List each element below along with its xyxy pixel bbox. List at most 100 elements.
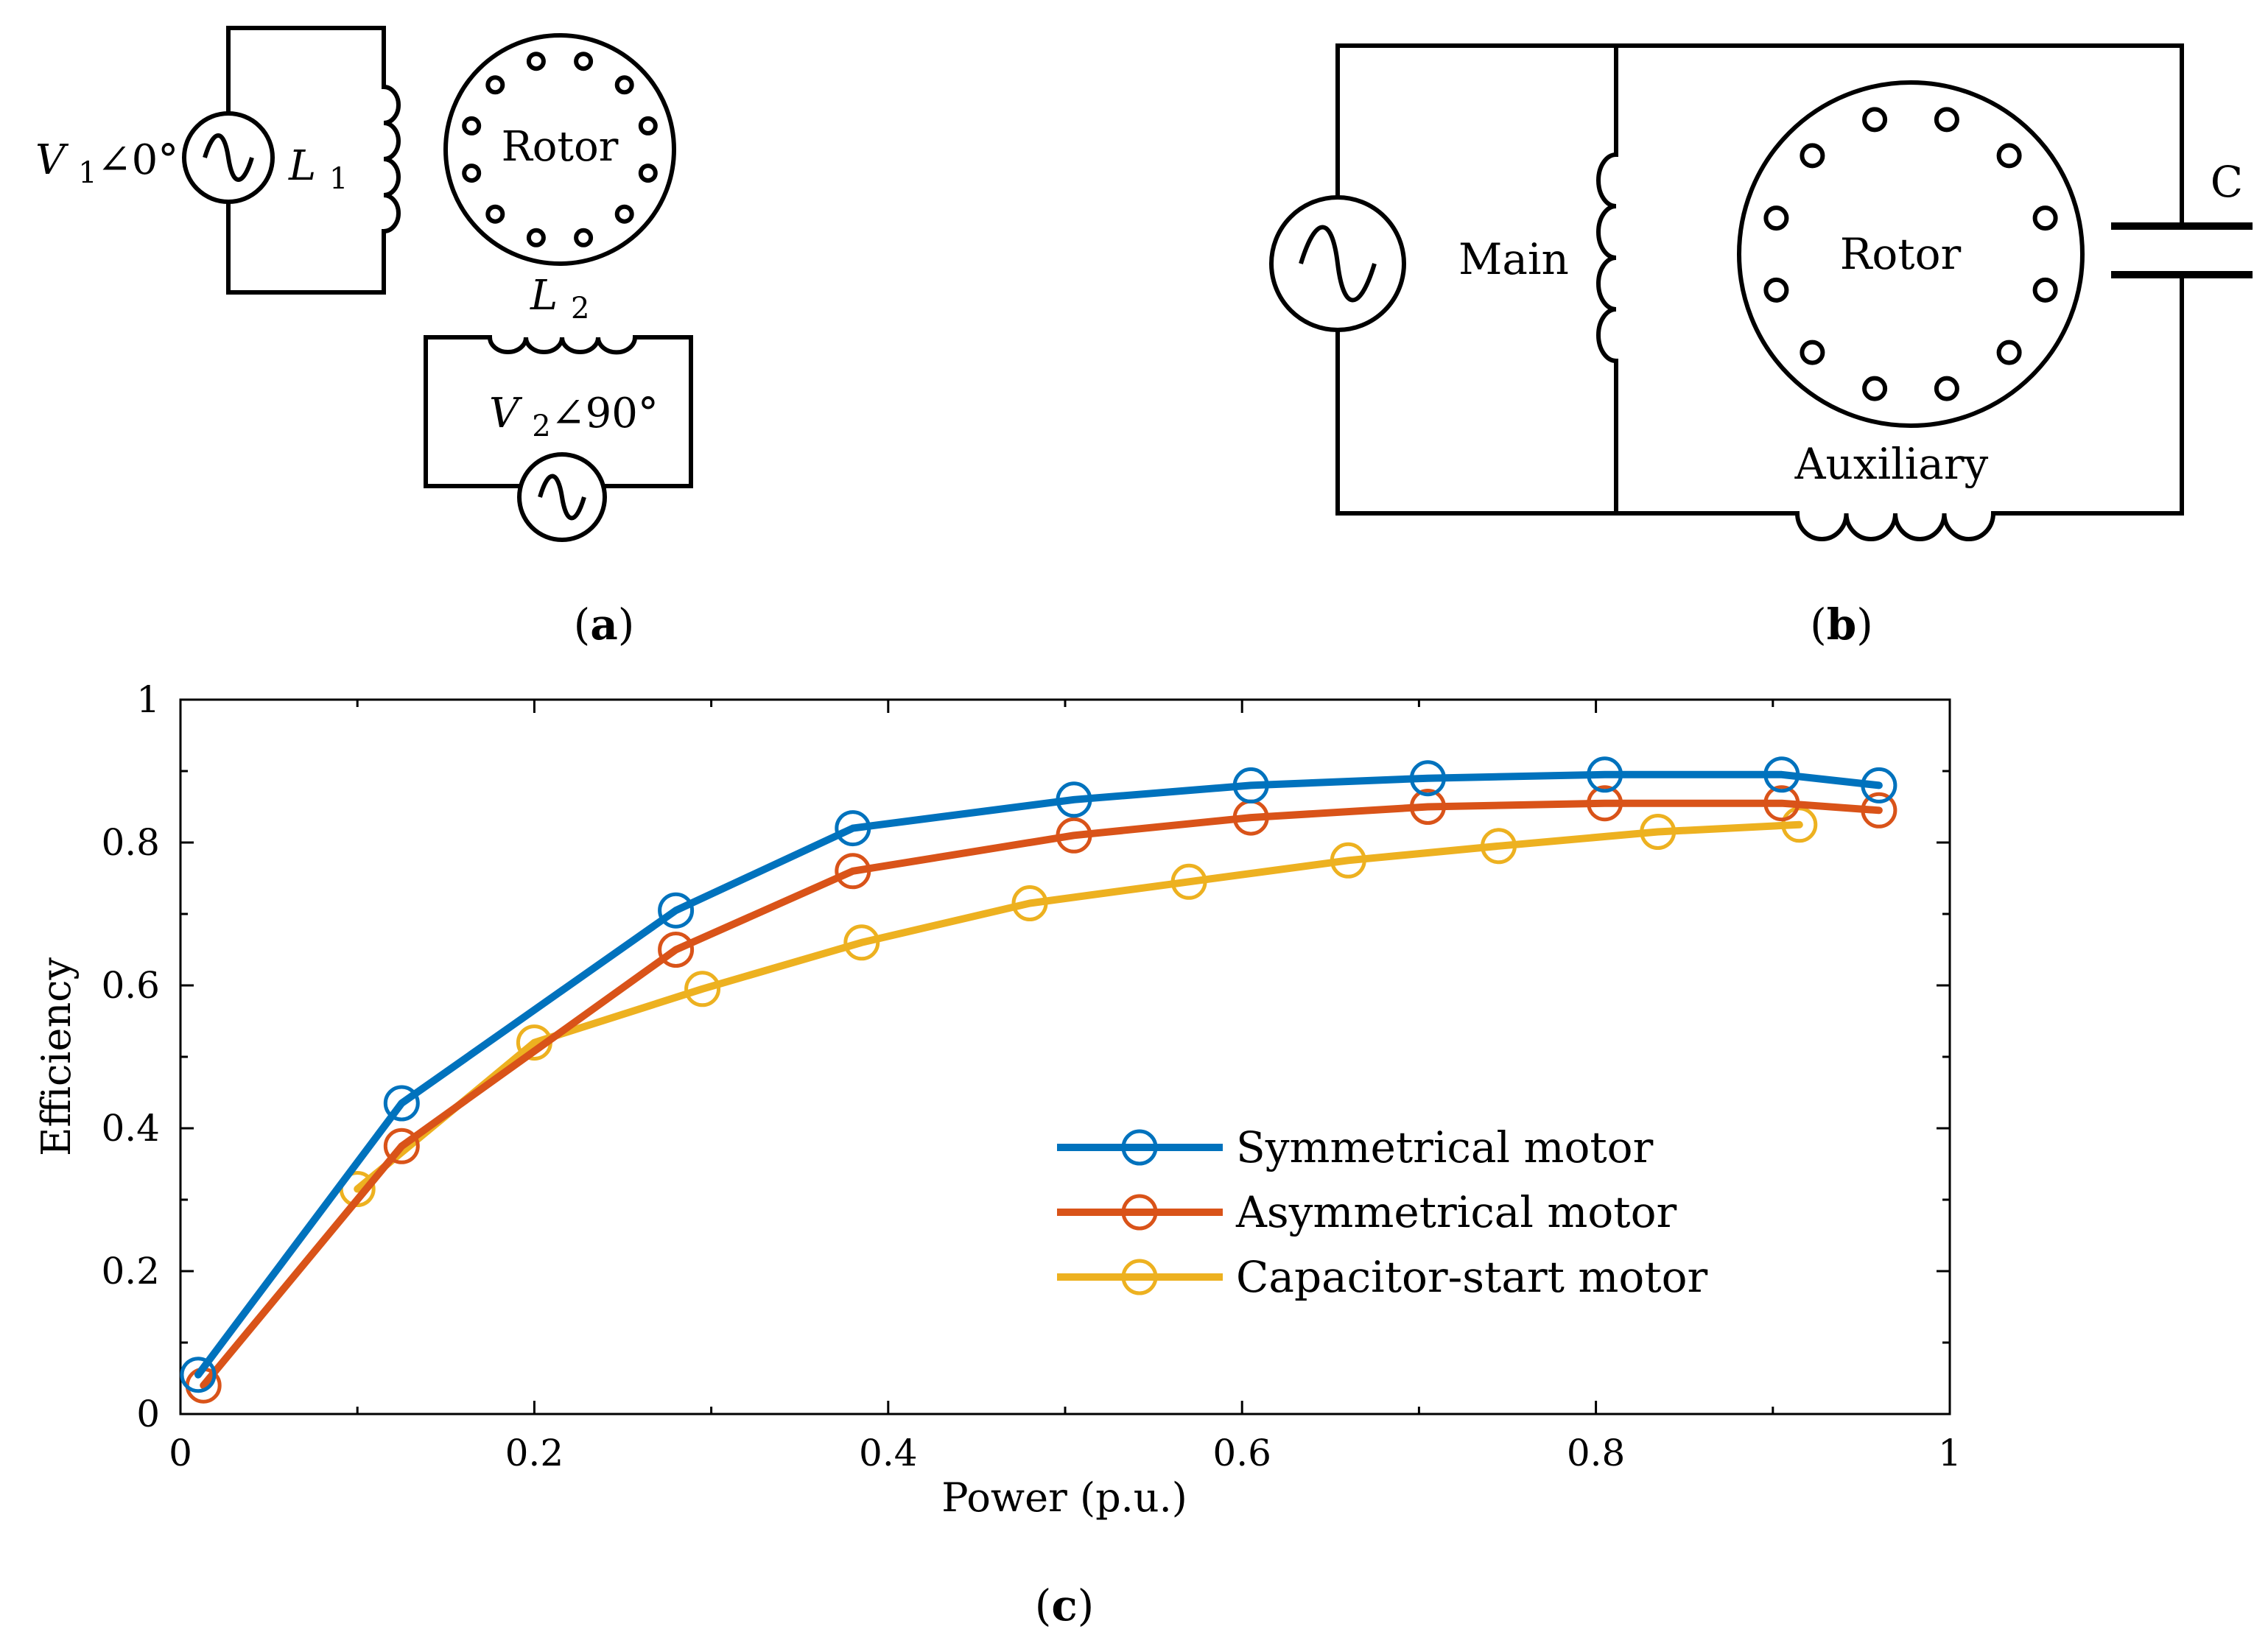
data-point-asymmetrical-motor [1861, 792, 1897, 829]
rotor-a-slot [526, 228, 546, 247]
ac-symbol-v1 [203, 133, 254, 182]
data-point-asymmetrical-motor [658, 932, 695, 968]
main-label: Main [1458, 234, 1569, 284]
data-point-asymmetrical-motor [1763, 785, 1800, 822]
y-tick-label: 0 [136, 1393, 160, 1435]
inductor-auxiliary [1795, 513, 1995, 541]
rotor-b-slot [1996, 340, 2022, 365]
rotor-b-slot [1763, 205, 1789, 231]
rotor-a-slot [485, 75, 505, 95]
rotor-b-slot [1862, 376, 1888, 401]
ac-symbol-b [1299, 225, 1377, 303]
data-point-symmetrical-motor [180, 1357, 217, 1393]
data-point-capacitor-start-motor [1011, 885, 1048, 921]
rotor-b-slot [1800, 340, 1825, 365]
data-point-capacitor-start-motor [1781, 806, 1818, 843]
data-point-capacitor-start-motor [1170, 863, 1207, 900]
x-tick-label: 1 [1938, 1432, 1962, 1474]
circuit-a1-wire [226, 26, 386, 295]
data-point-symmetrical-motor [658, 892, 695, 929]
inductor-main [1596, 152, 1617, 363]
series-line-asymmetrical-motor [200, 799, 1883, 1390]
circuit-a2-wire [424, 335, 693, 488]
rotor-a-slot [462, 116, 482, 136]
panel-b: Main C Rotor Auxiliary (b) [1269, 43, 2253, 650]
source-v2-label: V 2∠90° [489, 390, 659, 443]
data-point-symmetrical-motor [1409, 760, 1446, 797]
rotor-b-slot [1934, 107, 1959, 133]
legend-marker-capacitor-start-motor [1121, 1259, 1158, 1295]
x-tick-label: 0.2 [505, 1432, 564, 1474]
y-tick-label: 0.6 [101, 964, 160, 1007]
series-line-symmetrical-motor [194, 770, 1883, 1379]
ac-symbol-v2 [538, 474, 586, 521]
legend-label-capacitor-start-motor: Capacitor-start motor [1236, 1252, 1708, 1302]
data-point-capacitor-start-motor [1640, 814, 1677, 850]
x-tick-label: 0.8 [1567, 1432, 1626, 1474]
inductor-l1 [383, 85, 401, 233]
rotor-b-slot [1996, 143, 2022, 169]
rotor-a-slot [574, 52, 594, 71]
data-point-symmetrical-motor [1861, 767, 1897, 803]
data-point-symmetrical-motor [1763, 756, 1800, 793]
data-point-symmetrical-motor [1232, 767, 1269, 803]
rotor-a-slot [462, 163, 482, 183]
chart-series [180, 756, 1897, 1404]
data-point-symmetrical-motor [383, 1085, 420, 1122]
panel-a: V 1∠0° L 1 Rotor L 2 V 2∠90° (a) [35, 26, 693, 650]
chart-ticks: 0 0.2 0.4 0.6 0.8 1 0 0.2 0.4 0.6 0.8 1 [101, 678, 1961, 1474]
capacitor-plate-bottom [2111, 271, 2253, 278]
capacitor-plate-top [2111, 222, 2253, 230]
rotor-a-slot [526, 52, 546, 71]
y-tick-label: 0.2 [101, 1250, 160, 1292]
rotor-a-slot [638, 163, 658, 183]
rotor-a-slots [462, 52, 658, 247]
data-point-symmetrical-motor [1056, 781, 1092, 818]
y-tick-label: 0.8 [101, 821, 160, 864]
rotor-b-slot [1862, 107, 1888, 133]
x-tick-label: 0 [169, 1432, 192, 1474]
rotor-b [1737, 80, 2085, 428]
data-point-asymmetrical-motor [383, 1128, 420, 1164]
rotor-a [443, 33, 676, 266]
inductor-l2 [488, 337, 637, 355]
rotor-a-slot [638, 116, 658, 136]
data-point-symmetrical-motor [1587, 756, 1623, 793]
capacitor-label: C [2211, 157, 2243, 207]
y-axis-label: Efficiency [33, 957, 80, 1156]
plot-area [179, 698, 1951, 1415]
y-tick-label: 0.4 [101, 1107, 160, 1150]
rotor-a-slot [574, 228, 594, 247]
auxiliary-label: Auxiliary [1794, 439, 1989, 489]
caption-c: (c) [1035, 1580, 1095, 1631]
x-axis-label: Power (p.u.) [941, 1474, 1187, 1521]
rotor-a-slot [614, 75, 634, 95]
rotor-b-slots [1763, 107, 2058, 401]
x-tick-label: 0.4 [859, 1432, 918, 1474]
inductor-l1-label: L 1 [288, 142, 348, 196]
circuit-b-wire [1335, 43, 2184, 516]
source-v1-label: V 1∠0° [35, 136, 178, 190]
data-point-capacitor-start-motor [684, 971, 721, 1007]
panel-c: 0 0.2 0.4 0.6 0.8 1 0 0.2 0.4 0.6 0.8 1 Symmetrical… [33, 678, 1962, 1631]
legend-marker-asymmetrical-motor [1121, 1194, 1158, 1231]
rotor-b-slot [1934, 376, 1959, 401]
rotor-b-slot [1763, 277, 1789, 303]
rotor-b-slot [2032, 277, 2058, 303]
data-point-asymmetrical-motor [835, 853, 871, 890]
rotor-b-slot [2032, 205, 2058, 231]
data-point-capacitor-start-motor [843, 924, 880, 961]
x-tick-label: 0.6 [1212, 1432, 1271, 1474]
y-tick-label: 1 [136, 678, 160, 721]
data-point-asymmetrical-motor [1056, 817, 1092, 854]
rotor-a-slot [485, 204, 505, 224]
series-line-capacitor-start-motor [354, 820, 1803, 1193]
rotor-a-slot [614, 204, 634, 224]
legend-marker-symmetrical-motor [1121, 1129, 1158, 1166]
data-point-symmetrical-motor [835, 810, 871, 847]
data-point-asymmetrical-motor [1409, 789, 1446, 825]
legend-label-asymmetrical-motor: Asymmetrical motor [1235, 1187, 1677, 1237]
rotor-b-slot [1800, 143, 1825, 169]
